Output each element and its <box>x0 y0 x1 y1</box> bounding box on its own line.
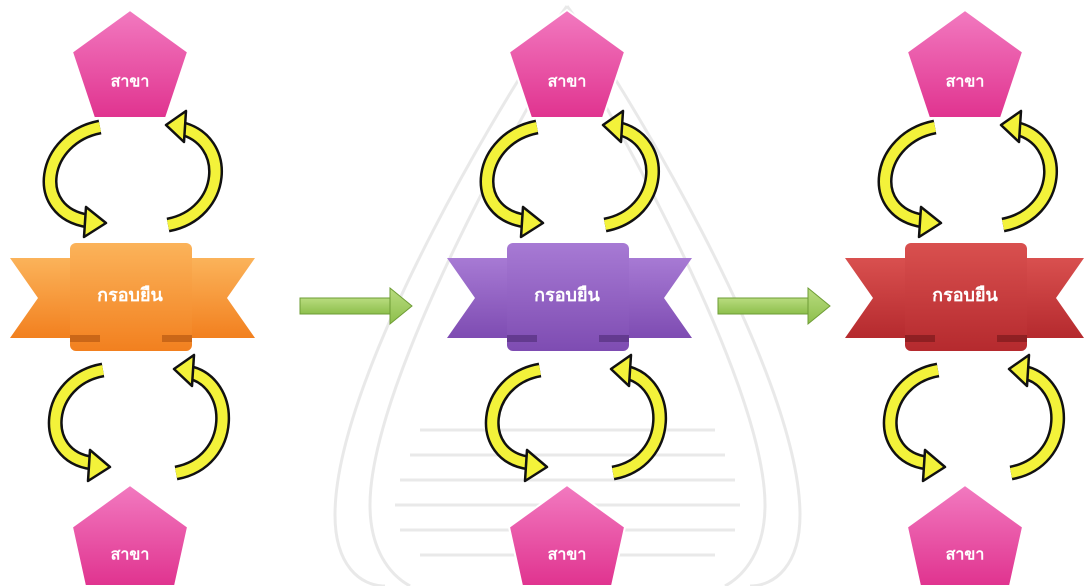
cycle-arrow-bottom-right-3-body <box>1009 367 1063 478</box>
cycle-arrows-3 <box>877 109 1065 483</box>
frame-banner-2-label: กรอบยืน <box>534 285 600 306</box>
branch-top-3-label: สาขา <box>946 72 985 91</box>
frame-banner-1: กรอบยืน <box>10 243 255 351</box>
branch-top-1-label: สาขา <box>111 72 150 91</box>
cycle-arrow-bottom-right-3 <box>1007 353 1065 481</box>
cycle-arrow-top-right-1 <box>164 109 223 233</box>
cycle-arrow-top-left-1 <box>42 119 108 239</box>
watermark-outline <box>333 5 802 586</box>
frame-banner-1-label: กรอบยืน <box>97 285 163 306</box>
cycle-arrow-top-right-2-head <box>601 109 625 144</box>
frame-banner-3-panel <box>905 243 1027 351</box>
frame-banner-1-fold-left <box>70 335 100 342</box>
cycle-arrow-top-left-3 <box>877 119 943 239</box>
cycle-arrow-top-left-1-body <box>45 122 102 226</box>
cycle-arrow-top-right-3-head <box>999 109 1023 144</box>
flow-arrow-1-shaft <box>299 297 393 315</box>
watermark-inner-outline <box>368 39 767 586</box>
frame-banner-2-fold-right <box>599 335 629 342</box>
frame-banner-3-fold-right <box>997 335 1027 342</box>
cycle-arrow-top-left-2-head <box>519 205 545 239</box>
cycle-arrow-top-right-2-body <box>603 123 658 230</box>
columns-layer: สาขาสาขากรอบยืนสาขาสาขากรอบยืนสาขาสาขากร… <box>10 8 1084 586</box>
cycle-arrow-bottom-left-2-body <box>487 365 542 468</box>
frame-banner-1-panel <box>70 243 192 351</box>
cycle-arrows-1 <box>42 109 230 483</box>
cycle-arrow-bottom-right-1-head <box>172 353 196 388</box>
branch-top-2 <box>507 8 627 119</box>
cycle-arrow-top-left-3-head <box>917 205 943 239</box>
cycle-arrow-bottom-right-1 <box>172 353 230 481</box>
cycle-arrow-bottom-left-3-head <box>921 448 947 483</box>
branch-bottom-1 <box>70 483 190 586</box>
branch-bottom-2 <box>507 483 627 586</box>
flow-arrow-2 <box>717 286 831 326</box>
cycle-arrow-top-right-3 <box>999 109 1058 233</box>
cycle-arrow-bottom-left-2-head <box>523 448 549 483</box>
cycle-arrow-top-right-1-head <box>164 109 188 144</box>
branch-bottom-3-label: สาขา <box>946 545 985 564</box>
cycle-arrow-bottom-right-3-head <box>1007 353 1031 388</box>
cycle-arrow-top-left-3-body <box>880 122 937 226</box>
cycle-arrow-top-left-1-head <box>82 205 108 239</box>
frame-banner-2-fold-left <box>507 335 537 342</box>
cycle-arrow-bottom-left-1-head <box>86 448 112 483</box>
branch-bottom-2-label: สาขา <box>548 545 587 564</box>
cycle-arrows-2 <box>479 109 667 483</box>
branch-bottom-1-label: สาขา <box>111 545 150 564</box>
cycle-arrow-top-right-2 <box>601 109 660 233</box>
frame-banner-2: กรอบยืน <box>447 243 692 351</box>
cycle-arrow-bottom-left-3 <box>882 362 947 483</box>
frame-banner-1-fold-right <box>162 335 192 342</box>
cycle-arrow-top-left-2 <box>479 119 545 239</box>
branch-top-1 <box>70 8 190 119</box>
cycle-arrow-top-right-1-body <box>166 123 221 230</box>
cycle-arrow-top-right-3-body <box>1001 123 1056 230</box>
cycle-arrow-bottom-left-3-body <box>885 365 940 468</box>
frame-banner-3-fold-left <box>905 335 935 342</box>
cycle-arrow-bottom-right-2-body <box>611 367 665 478</box>
frame-banner-2-panel <box>507 243 629 351</box>
cycle-arrow-bottom-right-2 <box>609 353 667 481</box>
branch-top-3 <box>905 8 1025 119</box>
branch-top-2-label: สาขา <box>548 72 587 91</box>
branch-bottom-3 <box>905 483 1025 586</box>
flow-arrow-2-shaft <box>717 297 811 315</box>
frame-banner-3: กรอบยืน <box>845 243 1084 351</box>
cycle-arrow-top-left-2-body <box>482 122 539 226</box>
cycle-arrow-bottom-left-1 <box>47 362 112 483</box>
flow-arrow-1 <box>299 286 413 326</box>
cycle-arrow-bottom-left-1-body <box>50 365 105 468</box>
frame-banner-3-label: กรอบยืน <box>932 285 998 306</box>
flow-arrow-1-head <box>389 286 413 326</box>
flow-arrow-2-head <box>807 286 831 326</box>
cycle-arrow-bottom-left-2 <box>484 362 549 483</box>
watermark-seal <box>333 5 802 586</box>
cycle-arrow-bottom-right-2-head <box>609 353 633 388</box>
cycle-arrow-bottom-right-1-body <box>174 367 228 478</box>
